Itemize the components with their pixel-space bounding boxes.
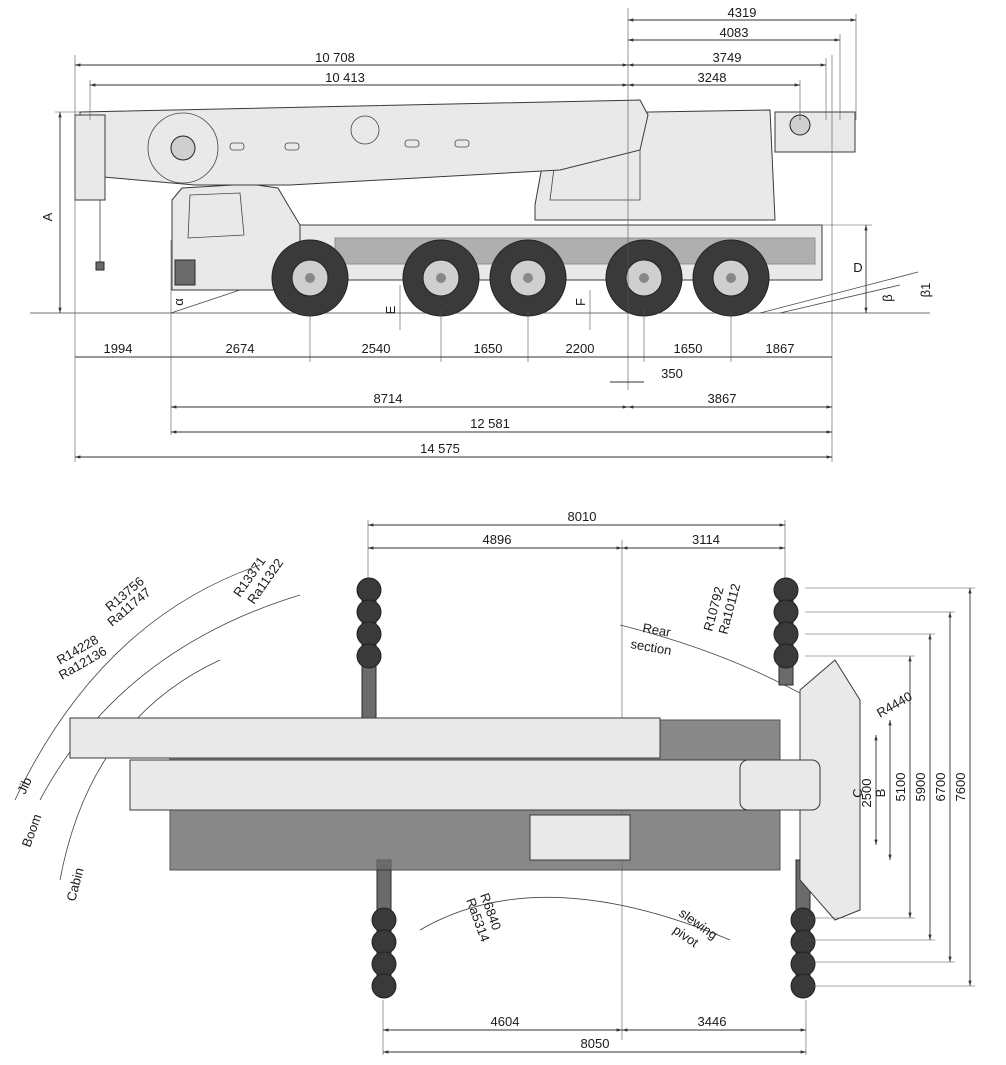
dim-8010: 8010 [568,509,597,524]
dim-14575: 14 575 [420,441,460,456]
telescopic-boom [74,99,649,271]
dim-8714: 8714 [374,391,403,406]
dim-10708: 10 708 [315,50,355,65]
side-wheels [271,239,770,317]
dim-2200: 2200 [566,341,595,356]
dim-4083: 4083 [720,25,749,40]
dim-10413: 10 413 [325,70,365,85]
dim-3248: 3248 [698,70,727,85]
dim-7600: 7600 [953,773,968,802]
dim-2540: 2540 [362,341,391,356]
dim-12581: 12 581 [470,416,510,431]
dim-1867: 1867 [766,341,795,356]
arc-label-rear-1: Rear [641,620,672,640]
carrier-top [69,659,861,921]
outrigger-pads [356,577,816,999]
superstructure [534,109,856,221]
dim-8050: 8050 [581,1036,610,1051]
dim-4896: 4896 [483,532,512,547]
letter-C: C [850,788,865,797]
dim-1994: 1994 [104,341,133,356]
letter-A: A [40,212,55,221]
top-view: 8010 4896 3114 [14,509,975,1055]
arc-label-cabin: Cabin [63,866,86,903]
dim-1650-a: 1650 [474,341,503,356]
dim-4604: 4604 [491,1014,520,1029]
angle-beta: β [880,294,895,301]
dim-2674: 2674 [226,341,255,356]
angle-beta1: β1 [918,283,933,298]
dim-3446: 3446 [698,1014,727,1029]
letter-B: B [873,789,888,798]
side-view: 4319 4083 10 708 3749 10 413 3248 A D E … [30,5,933,462]
arc-label-jib: Jib [14,775,35,796]
dim-5900: 5900 [913,773,928,802]
dim-3749: 3749 [713,50,742,65]
letter-F: F [573,298,588,306]
dim-6700: 6700 [933,773,948,802]
arc-label-rear-2: section [629,636,672,658]
radius-counterweight: R4440 [874,688,915,720]
letter-E: E [383,305,398,314]
dim-4319: 4319 [728,5,757,20]
dim-5100: 5100 [893,773,908,802]
arc-label-boom: Boom [19,812,45,849]
dim-2500: 2500 [859,779,874,808]
dim-350: 350 [661,366,683,381]
dim-3114: 3114 [692,532,720,547]
letter-D: D [853,260,862,275]
dim-3867: 3867 [708,391,737,406]
angle-alpha: α [171,298,186,306]
dim-1650-b: 1650 [674,341,703,356]
